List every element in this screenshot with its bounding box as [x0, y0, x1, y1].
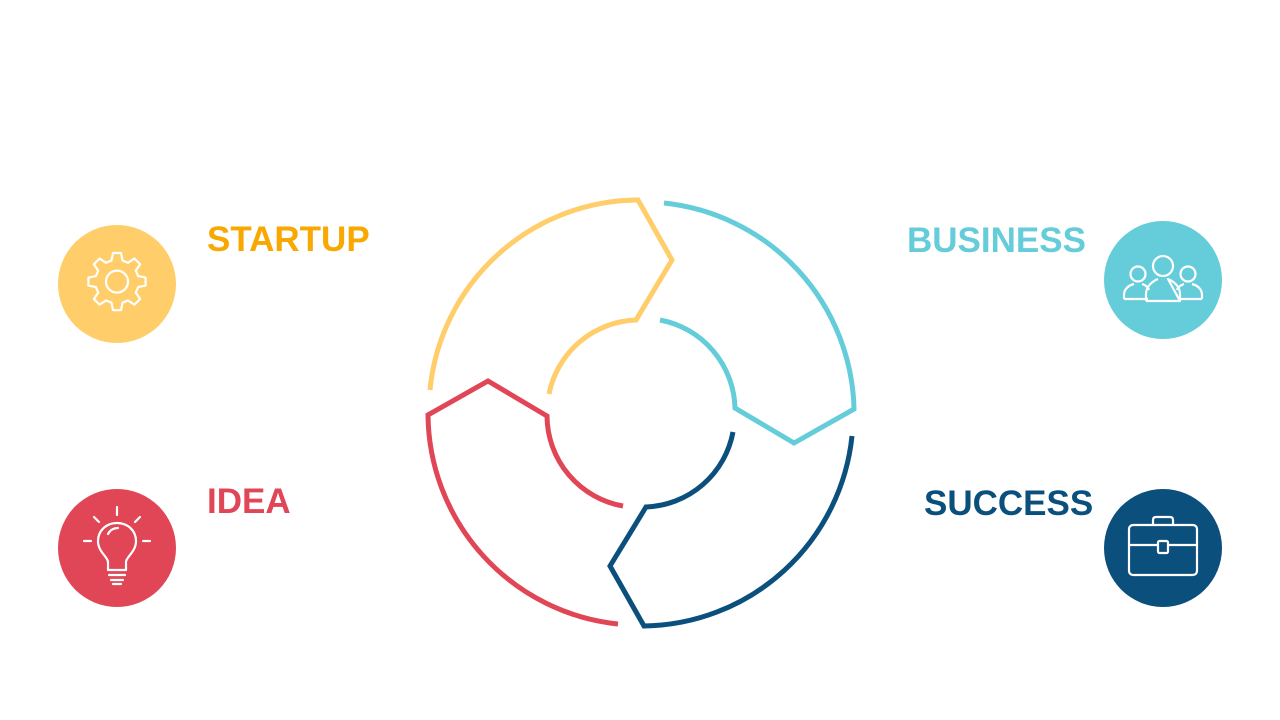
success-badge [1104, 489, 1222, 607]
startup-label: STARTUP [207, 220, 370, 259]
startup-badge [58, 225, 176, 343]
gear-icon [87, 251, 147, 312]
cycle-segment-business [659, 200, 857, 446]
briefcase-icon [1127, 515, 1199, 577]
business-label: BUSINESS [907, 221, 1086, 260]
success-label: SUCCESS [924, 484, 1094, 523]
business-badge [1104, 221, 1222, 339]
team-icon [1122, 254, 1204, 303]
idea-label: IDEA [207, 482, 291, 521]
cycle-segment-success [607, 431, 855, 629]
cycle-segment-startup [427, 197, 675, 395]
idea-badge [58, 489, 176, 607]
cycle-segment-idea [425, 378, 624, 627]
lightbulb-icon [82, 505, 152, 586]
